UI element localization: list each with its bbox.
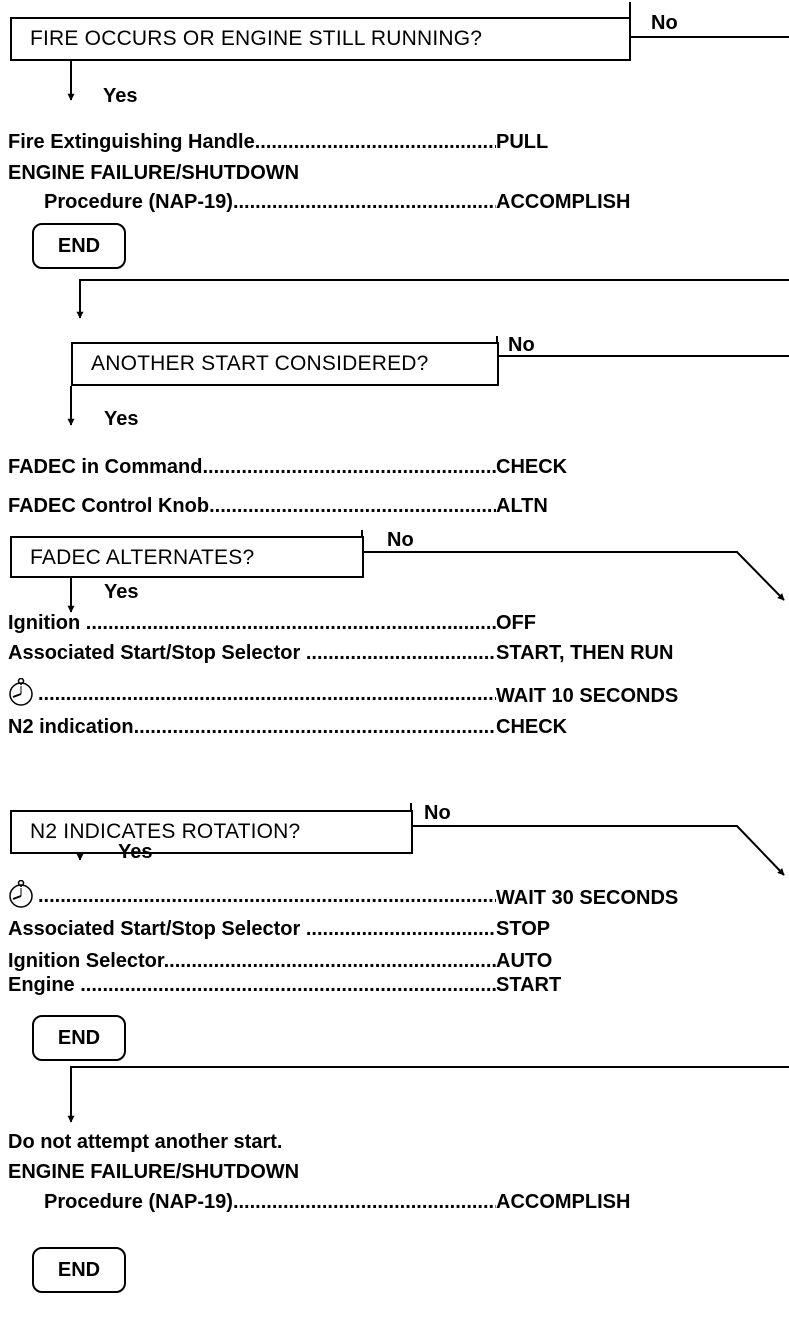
step-procedure-final: Procedure (NAP-19)......................…: [8, 1190, 768, 1214]
leader-dots: ........................................…: [305, 642, 496, 664]
step-action: ACCOMPLISH: [496, 1191, 631, 1213]
end-terminal: END: [32, 1015, 126, 1061]
leader-dots: ........................................…: [232, 191, 496, 213]
leader-dots: ........................................…: [38, 683, 496, 705]
step-action: OFF: [496, 612, 536, 634]
question-n2-rotation: N2 INDICATES ROTATION?: [10, 810, 413, 854]
stopwatch-icon: [9, 678, 33, 706]
question-fadec-alternates: FADEC ALTERNATES?: [10, 536, 364, 578]
step-ignition-selector: Ignition Selector.......................…: [8, 949, 768, 973]
procedure-heading: ENGINE FAILURE/SHUTDOWN: [8, 162, 300, 184]
step-action: START, THEN RUN: [496, 642, 674, 664]
step-action: CHECK: [496, 456, 568, 478]
connector-arrow-5: [67, 1066, 789, 1123]
leader-dots: ........................................…: [209, 495, 496, 517]
leader-dots: ........................................…: [80, 974, 496, 996]
leader-dots: ........................................…: [163, 950, 496, 972]
step-action: WAIT 10 SECONDS: [496, 685, 679, 707]
step-action: ACCOMPLISH: [496, 191, 631, 213]
step-action: AUTO: [496, 950, 553, 972]
step-action: STOP: [496, 918, 551, 940]
step-action: ALTN: [496, 495, 548, 517]
step-start-stop-selector: Associated Start/Stop Selector .........…: [8, 641, 768, 665]
question-fire-or-running: FIRE OCCURS OR ENGINE STILL RUNNING?: [10, 17, 631, 61]
note-do-not-attempt: Do not attempt another start.: [8, 1131, 283, 1153]
step-procedure: Procedure (NAP-19)......................…: [8, 190, 768, 214]
yes-label: Yes: [104, 581, 139, 603]
question-another-start: ANOTHER START CONSIDERED?: [71, 342, 499, 386]
step-ignition: Ignition ...............................…: [8, 611, 768, 635]
leader-dots: ........................................…: [85, 612, 496, 634]
leader-dots: ........................................…: [254, 131, 496, 153]
yes-label: Yes: [104, 408, 139, 430]
end-terminal: END: [32, 223, 126, 269]
step-action: WAIT 30 SECONDS: [496, 887, 679, 909]
end-terminal: END: [32, 1247, 126, 1293]
step-item: Ignition Selector: [8, 950, 164, 972]
leader-dots: ........................................…: [232, 1191, 496, 1213]
step-action: PULL: [496, 131, 549, 153]
step-fadec-knob: FADEC Control Knob......................…: [8, 494, 768, 518]
step-wait-30: ........................................…: [8, 880, 768, 910]
no-label: No: [424, 802, 451, 824]
step-item: Procedure (NAP-19): [44, 1191, 233, 1213]
leader-dots: ........................................…: [202, 456, 496, 478]
step-item: Associated Start/Stop Selector: [8, 918, 306, 940]
step-fire-handle: Fire Extinguishing Handle...............…: [8, 130, 768, 154]
leader-dots: ........................................…: [305, 918, 496, 940]
step-item: Fire Extinguishing Handle: [8, 131, 255, 153]
step-start-stop-selector-stop: Associated Start/Stop Selector .........…: [8, 917, 768, 941]
leader-dots: ........................................…: [38, 885, 496, 907]
step-item: FADEC in Command: [8, 456, 203, 478]
step-fadec-command: FADEC in Command........................…: [8, 455, 768, 479]
step-action: START: [496, 974, 562, 996]
stopwatch-icon: [9, 880, 33, 908]
step-item: Ignition: [8, 612, 86, 634]
step-wait-10: ........................................…: [8, 678, 768, 708]
step-item: Associated Start/Stop Selector: [8, 642, 306, 664]
step-item: N2 indication: [8, 716, 134, 738]
step-item: Procedure (NAP-19): [44, 191, 233, 213]
yes-label: Yes: [103, 85, 138, 107]
step-item: Engine: [8, 974, 81, 996]
procedure-heading: ENGINE FAILURE/SHUTDOWN: [8, 1161, 300, 1183]
step-n2-indication: N2 indication...........................…: [8, 715, 768, 739]
leader-dots: ........................................…: [133, 716, 496, 738]
no-label: No: [508, 334, 535, 356]
no-line-3: [362, 551, 785, 601]
yes-label: Yes: [118, 841, 153, 863]
step-action: CHECK: [496, 716, 568, 738]
no-label: No: [387, 529, 414, 551]
no-line-4: [411, 825, 785, 876]
step-item: FADEC Control Knob: [8, 495, 210, 517]
connector-arrow-2: [76, 279, 789, 319]
no-label: No: [651, 12, 678, 34]
step-engine: Engine .................................…: [8, 973, 768, 997]
